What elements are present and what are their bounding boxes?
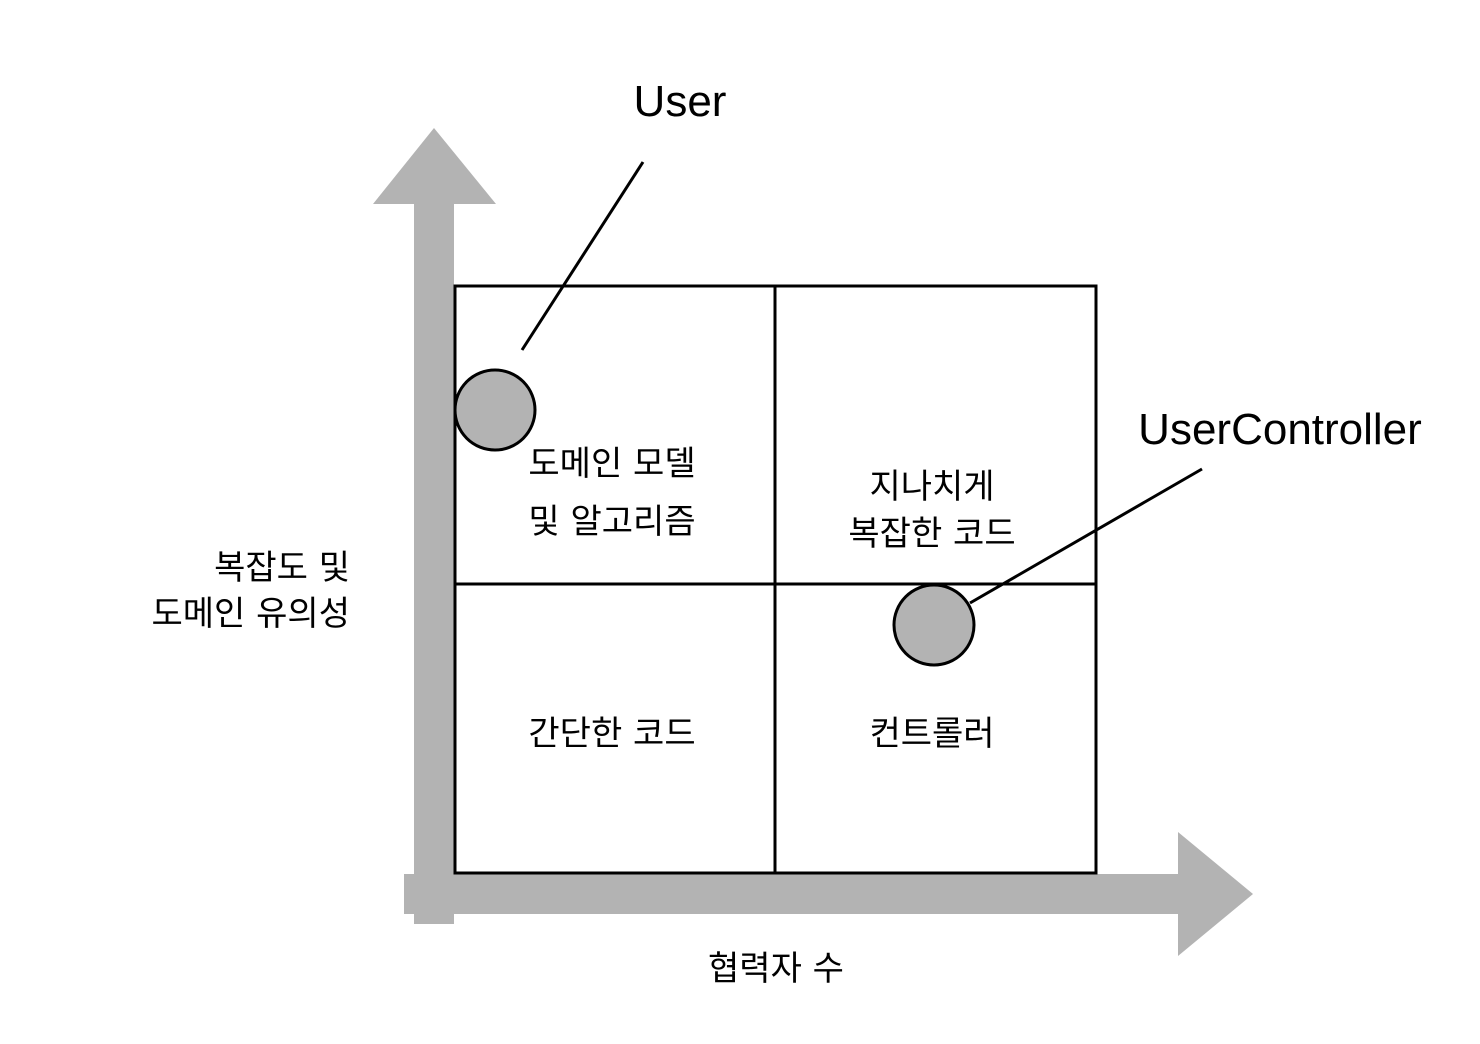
user-callout-label: User: [634, 77, 727, 126]
user-controller-callout-line: [969, 467, 1203, 605]
y-axis-label-line-1: 복잡도 및: [214, 548, 350, 588]
user-controller-callout-label: UserController: [1138, 405, 1422, 454]
user-marker: [453, 368, 537, 452]
x-axis-arrow: [404, 832, 1253, 956]
quadrant-top-right-line-1: 지나치게: [869, 467, 994, 507]
quadrant-top-left-line-1: 도메인 모델: [528, 444, 695, 484]
user-controller-marker: [892, 583, 976, 667]
quadrant-top-left-line-2: 및 알고리즘: [528, 502, 695, 542]
y-axis-label-line-2: 도메인 유의성: [152, 594, 351, 634]
quadrant-top-right-line-2: 복잡한 코드: [848, 514, 1015, 554]
quadrant-grid: [453, 284, 1098, 875]
user-callout-line: [520, 161, 645, 351]
x-axis-label: 협력자 수: [708, 949, 844, 989]
y-axis-arrow: [373, 128, 496, 924]
quadrant-bottom-left-label: 간단한 코드: [528, 714, 695, 754]
quadrant-bottom-right-label: 컨트롤러: [869, 714, 994, 754]
